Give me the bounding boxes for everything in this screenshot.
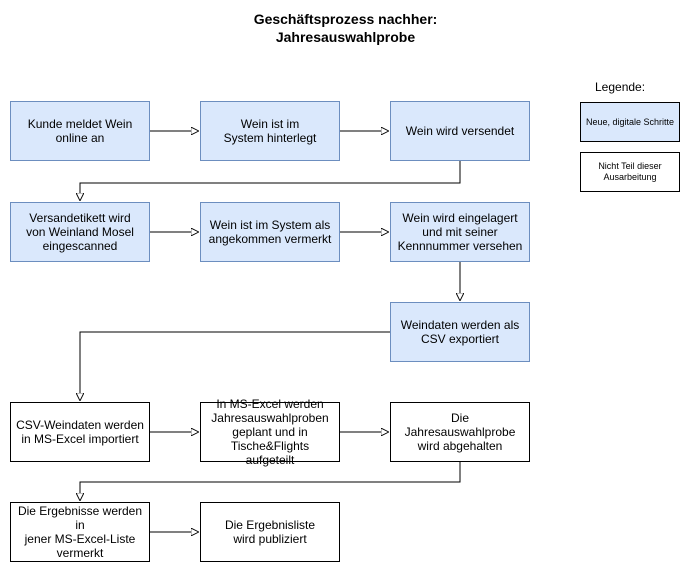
node-wein-angekommen: Wein ist im System als angekommen vermer… [200,202,340,262]
edge-n10-n11 [80,462,461,500]
node-kunde-meldet-wein: Kunde meldet Wein online an [10,101,150,161]
diagram-title-line2: Jahresauswahlprobe [275,29,416,45]
node-csv-export: Weindaten werden als CSV exportiert [390,302,530,362]
edge-n3-n4 [80,161,461,200]
node-csv-import: CSV-Weindaten werden in MS-Excel importi… [10,402,150,462]
node-ergebnisse-vermerkt: Die Ergebnisse werden in jener MS-Excel-… [10,502,150,562]
node-probe-abgehalten: Die Jahresauswahlprobe wird abgehalten [390,402,530,462]
diagram-title-line1: Geschäftsprozess nachher: [253,11,438,27]
node-versandetikett: Versandetikett wird von Weinland Mosel e… [10,202,150,262]
legend-digital: Neue, digitale Schritte [580,102,680,142]
edge-n7-n8 [80,331,390,400]
node-wein-im-system: Wein ist im System hinterlegt [200,101,340,161]
legend-title: Legende: [595,80,646,94]
node-planung: In MS-Excel werden Jahresauswahlproben g… [200,397,340,467]
node-wein-eingelagert: Wein wird eingelagert und mit seiner Ken… [390,202,530,262]
node-wein-versendet: Wein wird versendet [390,101,530,161]
node-ergebnisliste-publiziert: Die Ergebnisliste wird publiziert [200,502,340,562]
legend-excluded: Nicht Teil dieser Ausarbeitung [580,152,680,192]
diagram-title: Geschäftsprozess nachher: Jahresauswahlp… [0,10,691,46]
